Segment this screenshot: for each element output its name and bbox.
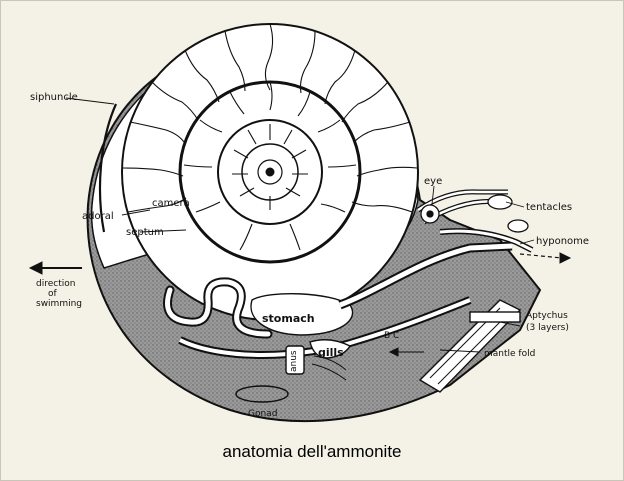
label-tentacles: tentacles [526, 202, 572, 213]
label-aptychus: Aptychus [526, 311, 568, 321]
label-gonad: Gonad [248, 409, 277, 419]
label-mantle-fold: mantle fold [484, 349, 535, 359]
label-stomach: stomach [262, 312, 315, 325]
label-camera: camera [152, 198, 190, 209]
label-of: of [48, 289, 58, 299]
label-siphuncle: siphuncle [30, 92, 78, 103]
shell-whorls [122, 24, 418, 320]
water-flow-arrow-icon [560, 253, 570, 263]
label-bc: B C [384, 331, 399, 341]
label-adoral: adoral [82, 211, 114, 222]
label-direction: direction [36, 279, 75, 289]
label-septum: septum [126, 227, 164, 238]
label-layers: (3 layers) [526, 323, 569, 333]
label-gills: gills [318, 346, 344, 359]
label-swimming: swimming [36, 299, 82, 309]
label-eye: eye [424, 176, 442, 187]
swim-direction-arrow-icon [30, 262, 42, 274]
diagram-caption: anatomia dell'ammonite [0, 442, 624, 462]
label-hyponome: hyponome [536, 236, 589, 247]
label-anus: anus [289, 350, 299, 372]
